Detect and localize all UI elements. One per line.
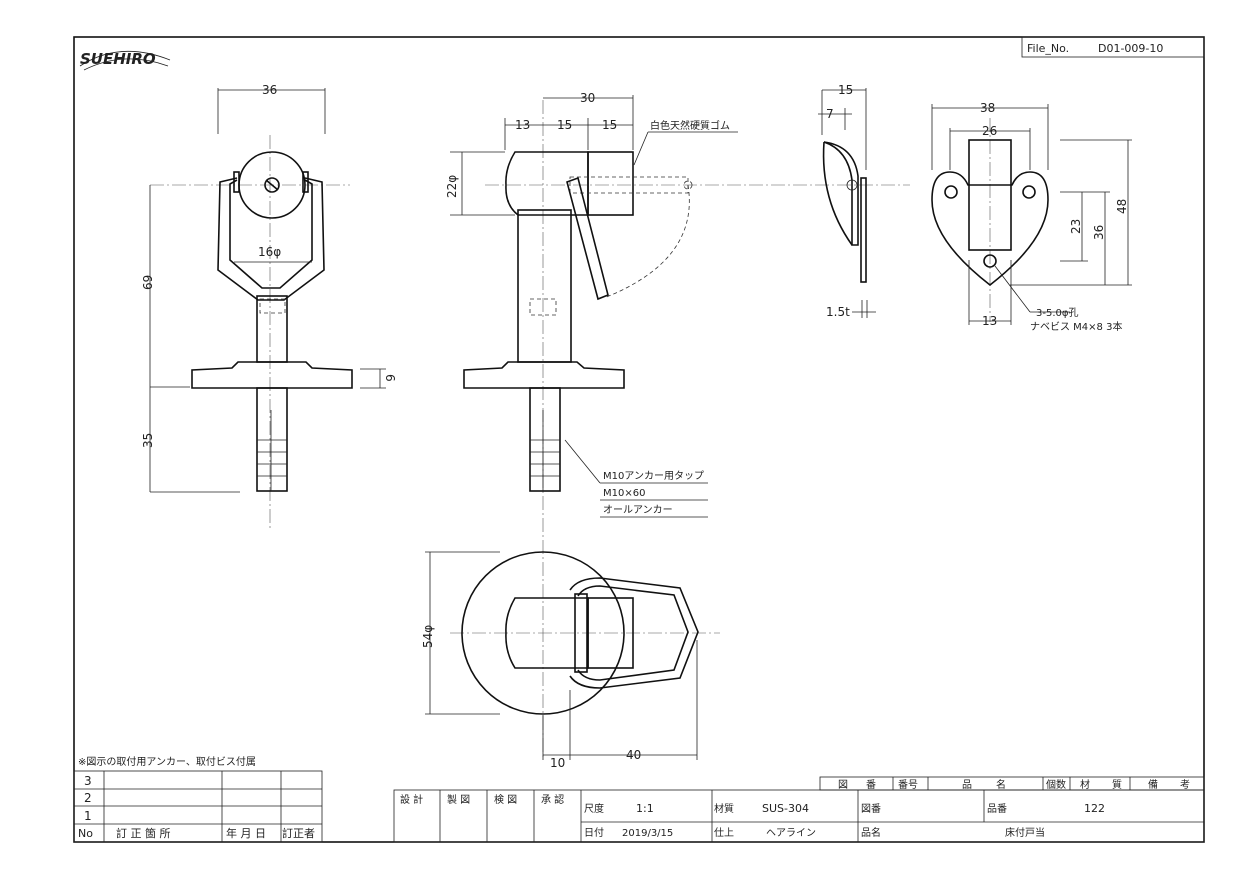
- file-no-label: File_No.: [1027, 42, 1069, 55]
- dim-roller-dia: 16φ: [258, 245, 281, 259]
- dim-side-total: 30: [580, 91, 595, 105]
- dim-head-dia: 22φ: [445, 175, 459, 198]
- footnote: ※図示の取付用アンカー、取付ビス付属: [78, 755, 256, 768]
- rev-row-1: 1: [84, 809, 92, 823]
- material-label: 材質: [714, 802, 734, 815]
- name-label: 品名: [861, 826, 881, 839]
- sign-approve: 承 認: [541, 793, 564, 806]
- dim-hook-b: 7: [826, 107, 834, 121]
- finish-label: 仕上: [714, 826, 734, 839]
- plate-front-view: 38 26 23 36 48 13 3-5.0φ孔 ナベビス M4×8 3本: [931, 101, 1132, 333]
- dim-plate-h3: 48: [1115, 199, 1129, 214]
- drawing-no-label: 図番: [861, 803, 881, 815]
- finish-value: ヘアライン: [766, 827, 816, 839]
- rev-header-by: 訂正者: [282, 826, 315, 840]
- sign-check: 検 図: [494, 793, 517, 806]
- note-hole-spec-2: ナベビス M4×8 3本: [1030, 320, 1122, 333]
- bottom-view: 54φ 10 40: [421, 551, 720, 770]
- note-hole-spec-1: 3-5.0φ孔: [1036, 307, 1078, 319]
- suehiro-logo: SUEHIRO: [79, 50, 171, 71]
- date-label: 日付: [584, 826, 604, 839]
- dim-plate-inner: 26: [982, 124, 997, 138]
- file-number-box: File_No. D01-009-10: [1021, 36, 1205, 58]
- tb-head-7: 質: [1112, 778, 1122, 791]
- logo-text: SUEHIRO: [80, 50, 156, 68]
- note-rubber: 白色天然硬質ゴム: [650, 119, 730, 132]
- side-view: 30 13 15 15 白色天然硬質ゴム 22φ M10アンカー用タップ M10…: [445, 91, 910, 760]
- tb-head-4: 名: [996, 778, 1006, 791]
- part-no-value: 122: [1084, 802, 1105, 815]
- dim-side-seg-b: 15: [557, 118, 572, 132]
- title-block: 図 番 番号 品 名 個数 材 質 備 考 設 計 製 図 検 図 承 認 尺度…: [393, 776, 1205, 843]
- scale-label: 尺度: [584, 802, 604, 815]
- dim-bottom-len: 40: [626, 748, 641, 762]
- dim-height-upper: 69: [141, 275, 155, 290]
- tb-head-9: 考: [1180, 779, 1190, 791]
- rev-header-place: 訂 正 箇 所: [116, 826, 171, 840]
- dim-base-dia: 54φ: [421, 625, 435, 648]
- dim-plate-h2: 36: [1092, 225, 1106, 240]
- note-anchor-3: オールアンカー: [603, 504, 673, 516]
- sheet-border: [73, 36, 1205, 843]
- revision-table: 3 2 1 No 訂 正 箇 所 年 月 日 訂正者: [73, 770, 323, 843]
- part-no-label: 品番: [987, 803, 1007, 815]
- note-anchor-1: M10アンカー用タップ: [603, 470, 704, 482]
- tb-head-5: 個数: [1046, 778, 1066, 791]
- rev-header-date: 年 月 日: [226, 826, 266, 840]
- hook-side-view: 15 7 1.5t: [818, 83, 876, 319]
- note-anchor-2: M10×60: [603, 488, 645, 499]
- front-view: 36 16φ 69 35 6: [141, 83, 397, 530]
- date-value: 2019/3/15: [622, 828, 673, 839]
- material-value: SUS-304: [762, 802, 809, 815]
- dim-base-thickness: 6: [383, 374, 397, 382]
- dim-plate-thk: 1.5t: [826, 305, 850, 319]
- file-no-value: D01-009-10: [1098, 42, 1163, 55]
- sign-draw: 製 図: [447, 793, 470, 806]
- rev-row-3: 3: [84, 774, 92, 788]
- tb-head-1: 番: [866, 779, 876, 791]
- rev-header-no: No: [78, 827, 93, 840]
- name-value: 床付戸当: [1005, 826, 1045, 839]
- dim-hole-pitch: 13: [982, 314, 997, 328]
- tb-head-6: 材: [1080, 778, 1090, 791]
- tb-head-3: 品: [962, 779, 972, 791]
- dim-side-seg-a: 13: [515, 118, 530, 132]
- dim-plate-h1: 23: [1069, 219, 1083, 234]
- sign-design: 設 計: [400, 793, 423, 806]
- dim-front-width: 36: [262, 83, 277, 97]
- dim-bottom-offset: 10: [550, 756, 565, 770]
- dim-side-seg-c: 15: [602, 118, 617, 132]
- dim-height-anchor: 35: [141, 433, 155, 448]
- tb-head-2: 番号: [898, 779, 918, 791]
- dim-plate-w: 38: [980, 101, 995, 115]
- dim-hook-a: 15: [838, 83, 853, 97]
- rev-row-2: 2: [84, 791, 92, 805]
- tb-head-0: 図: [838, 779, 848, 791]
- scale-value: 1:1: [636, 802, 654, 815]
- tb-head-8: 備: [1148, 778, 1158, 791]
